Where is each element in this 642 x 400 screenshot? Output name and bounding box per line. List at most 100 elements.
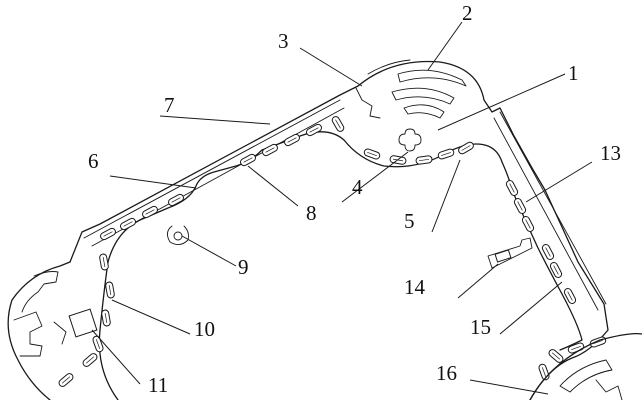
mounting-slot <box>168 193 184 207</box>
mounting-slot-detail <box>104 313 108 323</box>
mounting-slot-detail <box>265 147 275 153</box>
mounting-slot <box>101 309 111 327</box>
ear-slot-inner <box>403 104 445 119</box>
leader-10 <box>111 299 191 335</box>
left-ear-outline <box>7 261 71 400</box>
mounting-slot <box>437 148 455 160</box>
label-11: 11 <box>148 373 168 397</box>
mounting-slot <box>541 244 555 260</box>
mounting-slot <box>99 253 109 271</box>
leader-5 <box>431 159 461 233</box>
mounting-slot-detail <box>418 158 430 162</box>
mounting-slot-detail <box>509 183 515 193</box>
mounting-slot-detail <box>309 127 319 133</box>
mounting-slot <box>538 363 550 381</box>
mounting-slot <box>306 123 322 137</box>
mounting-slot-detail <box>525 219 531 229</box>
ear-slot-middle <box>391 87 455 105</box>
mounting-slot-detail <box>441 152 451 156</box>
label-13: 13 <box>600 141 621 165</box>
label-4: 4 <box>352 175 363 199</box>
mounting-slot <box>363 148 381 160</box>
mounting-slot <box>415 155 433 165</box>
leader-3 <box>299 47 363 87</box>
mounting-slot-detail <box>571 345 581 351</box>
mounting-slot-detail <box>108 285 112 295</box>
label-14: 14 <box>404 275 426 299</box>
mounting-slot <box>100 227 116 241</box>
leader-16 <box>469 379 549 395</box>
mounting-slot-detail <box>61 376 71 384</box>
leader-4 <box>341 151 409 203</box>
top-flange-edge <box>83 99 341 239</box>
label-9: 9 <box>238 255 249 279</box>
mounting-slot-detail <box>545 247 551 257</box>
leader-9 <box>181 235 237 267</box>
mounting-slot <box>105 281 115 299</box>
mounting-slot-detail <box>171 197 181 203</box>
label-3: 3 <box>278 29 289 53</box>
left-ear-square-hole <box>68 308 98 338</box>
mounting-slot-detail <box>145 209 155 215</box>
label-2: 2 <box>462 1 473 25</box>
mounting-slot-detail <box>123 221 133 227</box>
mounting-slot <box>82 353 98 367</box>
mounting-slot-detail <box>567 291 573 301</box>
label-16: 16 <box>436 361 457 385</box>
mounting-slots <box>58 116 607 387</box>
hook-edge-2 <box>367 59 411 75</box>
plate-outer-edge <box>69 60 609 400</box>
left-ear-slot-1 <box>21 271 59 313</box>
mounting-slot <box>513 198 527 214</box>
label-1: 1 <box>568 61 579 85</box>
leader-15 <box>499 281 563 335</box>
mounting-slot <box>240 153 256 167</box>
flower-hole-shape <box>398 128 422 152</box>
bottom-right-ear <box>529 332 642 400</box>
plate-inner-edge <box>98 131 583 400</box>
ear-slot-outer <box>397 69 467 87</box>
flower-hole <box>398 128 422 152</box>
side-bracket <box>487 237 533 269</box>
mounting-slot-detail <box>367 151 377 157</box>
mounting-slot-detail <box>243 157 253 163</box>
hanging-tab-hole <box>173 231 183 241</box>
leader-lines <box>91 21 593 395</box>
mounting-slot-detail <box>287 137 297 143</box>
leader-13 <box>525 161 593 203</box>
mounting-slot <box>92 335 104 353</box>
label-15: 15 <box>470 315 491 339</box>
bottom-right-ear-slot-2 <box>595 379 623 400</box>
mounting-slot-detail <box>551 352 561 360</box>
mounting-slot-detail <box>85 356 95 364</box>
plate-body <box>69 59 609 400</box>
bottom-right-ear-slot <box>559 359 613 393</box>
side-bracket-outline <box>487 237 533 269</box>
mounting-slot-detail <box>103 231 113 237</box>
bottom-right-ear-outline <box>529 332 642 400</box>
mounting-slot <box>549 262 563 278</box>
mounting-slot <box>521 216 535 232</box>
leader-2 <box>427 21 463 71</box>
left-ear <box>7 261 98 400</box>
mounting-slot <box>58 373 74 387</box>
leader-11 <box>91 329 141 385</box>
mounting-slot <box>284 133 300 147</box>
hook-edge <box>355 87 381 119</box>
label-8: 8 <box>306 201 317 225</box>
mounting-slot-detail <box>461 145 471 151</box>
hanging-tab <box>167 225 189 245</box>
reference-numerals: 1 2 3 4 5 6 7 8 9 10 11 13 14 15 16 <box>88 1 621 397</box>
mounting-slot-detail <box>593 339 603 345</box>
label-10: 10 <box>194 317 215 341</box>
mounting-slot <box>262 143 278 157</box>
mounting-slot <box>458 141 474 155</box>
mounting-slot <box>589 336 607 348</box>
mounting-slot-detail <box>95 339 101 349</box>
right-flange-edge <box>499 111 607 305</box>
left-ear-slot-2 <box>13 311 43 357</box>
leader-1 <box>437 73 566 131</box>
mounting-slot <box>120 217 136 231</box>
